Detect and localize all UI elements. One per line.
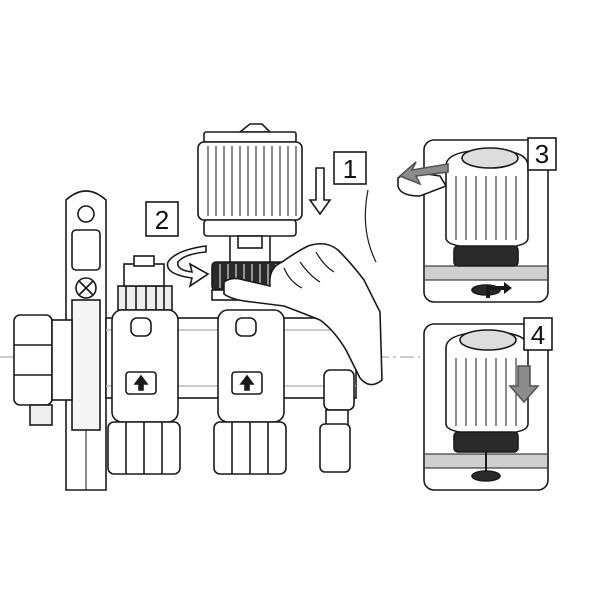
step-3-panel bbox=[397, 139, 549, 303]
union-nut bbox=[13, 314, 73, 426]
step-4-callout: 4 bbox=[523, 317, 553, 351]
step-1-callout: 1 bbox=[308, 151, 367, 216]
main-illustration bbox=[0, 123, 420, 491]
compression-fitting-2 bbox=[213, 421, 287, 475]
arrow-down-icon bbox=[308, 167, 332, 216]
rotate-arrow-icon bbox=[166, 245, 210, 288]
compression-fitting-1 bbox=[107, 421, 181, 475]
arrow-down-icon bbox=[508, 365, 540, 404]
valve-body-1 bbox=[111, 255, 179, 423]
thermal-actuator bbox=[197, 123, 303, 262]
step-2-label: 2 bbox=[155, 205, 169, 235]
up-arrow-marker-icon bbox=[133, 374, 149, 391]
valve-body-2 bbox=[217, 309, 285, 423]
step-2-callout: 2 bbox=[145, 201, 210, 288]
step-3-callout: 3 bbox=[527, 137, 557, 171]
step-1-label: 1 bbox=[343, 154, 357, 184]
hand-icon bbox=[223, 242, 383, 386]
wall-bracket bbox=[65, 190, 107, 491]
step-3-label: 3 bbox=[535, 139, 549, 169]
step-4-panel bbox=[423, 323, 549, 491]
bent-arrow-icon bbox=[486, 282, 512, 298]
up-arrow-marker-icon bbox=[239, 374, 255, 391]
compression-fitting-3 bbox=[319, 423, 351, 473]
arrow-left-icon bbox=[398, 161, 449, 186]
step-4-label: 4 bbox=[531, 320, 545, 350]
